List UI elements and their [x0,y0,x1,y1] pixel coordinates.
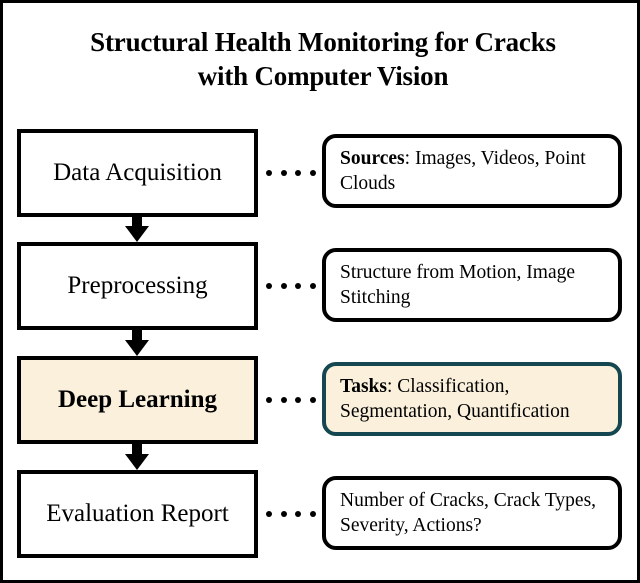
detail-lead-tasks: Tasks [340,376,387,397]
arrow-preprocessing-to-deep-learning [125,330,149,356]
title-line-2: with Computer Vision [197,61,449,91]
stage-box-preprocessing[interactable]: Preprocessing [17,242,258,330]
detail-box-preprocessing[interactable]: Structure from Motion, Image Stitching [322,248,622,322]
detail-body-preprocessing: Structure from Motion, Image Stitching [340,262,576,308]
detail-text-sources: Sources: Images, Videos, Point Clouds [340,146,606,196]
stage-label-data-acquisition: Data Acquisition [53,159,222,186]
detail-body-evaluation: Number of Cracks, Crack Types, Severity,… [340,490,597,536]
detail-box-tasks[interactable]: Tasks: Classification, Segmentation, Qua… [322,362,622,436]
detail-box-evaluation[interactable]: Number of Cracks, Crack Types, Severity,… [322,476,622,550]
stage-label-deep-learning: Deep Learning [57,386,218,413]
connector-dots-deep-learning [266,397,316,403]
connector-dots-data-acquisition [266,170,316,176]
arrow-deep-learning-to-evaluation [125,444,149,470]
connector-dots-evaluation-report [266,511,316,517]
stage-label-evaluation-report: Evaluation Report [46,500,229,527]
detail-sep-sources: : [404,148,415,169]
detail-text-evaluation: Number of Cracks, Crack Types, Severity,… [340,488,606,538]
detail-body-sources: Images, Videos, Point Clouds [340,148,586,194]
stage-box-data-acquisition[interactable]: Data Acquisition [17,129,258,217]
stage-label-preprocessing: Preprocessing [67,272,208,299]
stage-box-deep-learning[interactable]: Deep Learning [17,356,258,444]
detail-box-sources[interactable]: Sources: Images, Videos, Point Clouds [322,134,622,208]
detail-body-tasks: Classification, Segmentation, Quantifica… [340,376,570,422]
connector-dots-preprocessing [266,283,316,289]
title-line-1: Structural Health Monitoring for Cracks [90,27,556,57]
page-title: Structural Health Monitoring for Cracks … [3,25,637,93]
arrow-acquisition-to-preprocessing [125,217,149,242]
detail-sep-tasks: : [387,376,398,397]
detail-text-preprocessing: Structure from Motion, Image Stitching [340,260,606,310]
detail-lead-sources: Sources [340,148,405,169]
detail-text-tasks: Tasks: Classification, Segmentation, Qua… [340,374,606,424]
stage-box-evaluation-report[interactable]: Evaluation Report [17,470,258,558]
